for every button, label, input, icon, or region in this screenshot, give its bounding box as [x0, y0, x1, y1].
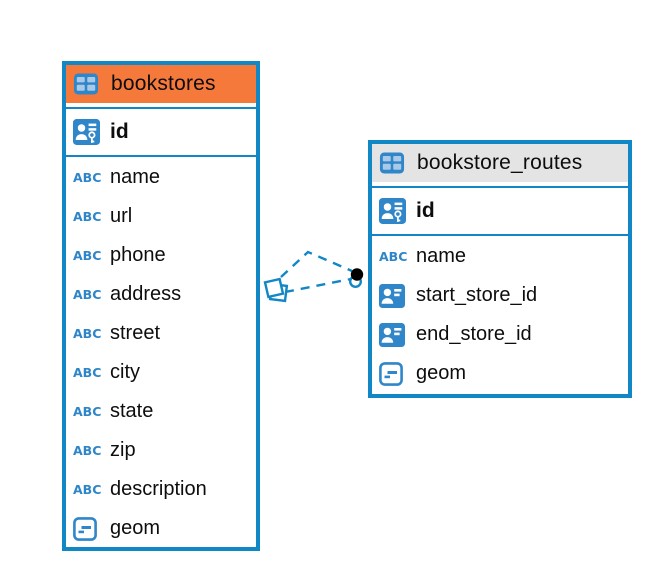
reference-type-icon	[379, 322, 408, 347]
divider	[372, 186, 628, 188]
divider	[372, 234, 628, 236]
table-header-bookstore-routes[interactable]: bookstore_routes	[372, 144, 628, 182]
column-row-start-store-id[interactable]: start_store_id	[372, 276, 628, 315]
table-node-bookstores[interactable]: bookstores id ABC name	[62, 61, 260, 551]
column-label: name	[416, 245, 467, 267]
column-row-geom[interactable]: geom	[372, 354, 628, 393]
text-type-icon: ABC	[73, 170, 102, 185]
column-label: address	[110, 283, 182, 305]
divider	[66, 107, 256, 109]
column-label: street	[110, 322, 161, 344]
primary-key-icon	[73, 119, 102, 145]
text-type-icon: ABC	[73, 365, 102, 380]
column-row-street[interactable]: ABC street	[66, 314, 256, 353]
text-type-icon: ABC	[73, 404, 102, 419]
geometry-type-icon	[379, 361, 408, 386]
column-row-zip[interactable]: ABC zip	[66, 431, 256, 470]
relation-line-end-store-id[interactable]	[284, 277, 352, 294]
column-row-url[interactable]: ABC url	[66, 197, 256, 236]
column-label: id	[110, 120, 129, 143]
column-label: name	[110, 166, 161, 188]
column-row-phone[interactable]: ABC phone	[66, 236, 256, 275]
text-type-icon: ABC	[73, 326, 102, 341]
table-icon	[379, 152, 408, 174]
column-row-state[interactable]: ABC state	[66, 392, 256, 431]
column-label: phone	[110, 244, 166, 266]
column-row-name[interactable]: ABC name	[66, 158, 256, 197]
column-row-id[interactable]: id	[66, 109, 256, 155]
reference-type-icon	[379, 283, 408, 308]
column-label: url	[110, 205, 133, 227]
column-label: geom	[416, 362, 467, 384]
column-label: geom	[110, 517, 161, 539]
primary-key-icon	[379, 198, 408, 224]
column-label: start_store_id	[416, 284, 538, 306]
text-type-icon: ABC	[73, 287, 102, 302]
table-header-bookstores[interactable]: bookstores	[66, 65, 256, 103]
column-row-description[interactable]: ABC description	[66, 470, 256, 509]
text-type-icon: ABC	[73, 248, 102, 263]
one-side-dot-marker	[349, 268, 364, 289]
column-label: state	[110, 400, 154, 422]
column-row-end-store-id[interactable]: end_store_id	[372, 315, 628, 354]
text-type-icon: ABC	[73, 209, 102, 224]
column-row-id[interactable]: id	[372, 188, 628, 234]
column-row-name[interactable]: ABC name	[372, 237, 628, 276]
column-list: ABC name start_store_id	[372, 236, 628, 393]
column-row-address[interactable]: ABC address	[66, 275, 256, 314]
column-label: zip	[110, 439, 136, 461]
column-list: ABC name ABC url ABC phone ABC address A…	[66, 157, 256, 548]
column-label: description	[110, 478, 207, 500]
many-side-diamond-marker	[263, 277, 289, 303]
text-type-icon: ABC	[73, 443, 102, 458]
table-title: bookstores	[111, 72, 216, 95]
column-row-city[interactable]: ABC city	[66, 353, 256, 392]
table-title: bookstore_routes	[417, 151, 583, 174]
text-type-icon: ABC	[379, 249, 408, 264]
column-label: city	[110, 361, 140, 383]
column-label: end_store_id	[416, 323, 532, 345]
column-row-geom[interactable]: geom	[66, 509, 256, 548]
column-label: id	[416, 199, 435, 222]
geometry-type-icon	[73, 516, 102, 541]
relation-line-start-store-id[interactable]	[280, 250, 353, 278]
table-node-bookstore-routes[interactable]: bookstore_routes id ABC name	[368, 140, 632, 398]
divider	[66, 155, 256, 157]
table-icon	[73, 73, 102, 95]
text-type-icon: ABC	[73, 482, 102, 497]
